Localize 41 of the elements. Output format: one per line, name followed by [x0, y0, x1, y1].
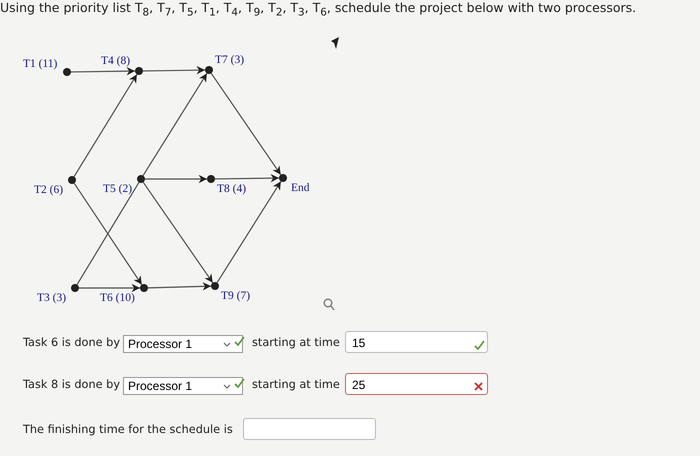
processor-dropdown: Processor 1 — [123, 335, 243, 353]
prompt-text: Task 8 is done by — [23, 378, 120, 391]
arrow — [74, 74, 138, 177]
answer-field: 15 — [345, 331, 488, 353]
arrow — [142, 66, 206, 74]
arrow — [71, 66, 135, 76]
node-label: T9 (7) — [221, 290, 250, 302]
arrow — [148, 282, 212, 291]
node-dot — [205, 66, 213, 74]
arrow — [142, 73, 208, 176]
node-label: T1 (11) — [23, 58, 58, 70]
answer-field: 25 — [345, 373, 488, 395]
node-label: T8 (4) — [217, 183, 246, 195]
node-dot — [211, 282, 219, 290]
node-label: T2 (6) — [34, 184, 64, 196]
arrow — [215, 174, 279, 182]
question-text: Using the priority list T$_{8}$, T$_{7}$, T$_{5}$, T$_{1}$, T$_{4}$, T$_{9}$, T$_{2}$, T$_{3}$, T$_{6}$, schedule the project below with two processors. — [0, 0, 638, 18]
prompt-text: Task 6 is done by — [23, 336, 120, 349]
node-dot — [68, 176, 76, 184]
node-label: T7 (3) — [215, 54, 244, 66]
node-dot — [63, 68, 71, 76]
node-dot — [140, 284, 148, 292]
node-label: T4 (8) — [101, 55, 130, 67]
arrow — [79, 284, 140, 292]
arrow — [210, 72, 282, 176]
node-dot — [207, 175, 215, 183]
node-dot — [71, 284, 79, 292]
prompt-text: starting at time — [252, 336, 340, 349]
prompt-text: The finishing time for the schedule is — [23, 423, 233, 436]
node-label: T5 (2) — [103, 183, 132, 195]
arrow — [216, 181, 282, 283]
node-dot — [279, 174, 287, 182]
node-label: T3 (3) — [37, 292, 66, 304]
arrow — [145, 174, 207, 184]
node-dot — [135, 67, 143, 75]
node-dot — [137, 175, 145, 183]
prompt-text: starting at time — [252, 378, 340, 391]
node-label: T6 (10) — [100, 292, 135, 304]
arrow — [142, 182, 214, 284]
node-label: End — [291, 182, 310, 194]
processor-dropdown: Processor 1 — [123, 377, 243, 395]
